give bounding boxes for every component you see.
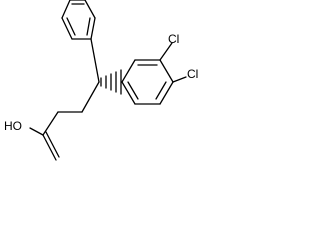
chemical-structure-diagram: Cl Cl HO	[4, 0, 198, 161]
chlorine-label-bottom: Cl	[187, 67, 198, 81]
hydroxyl-label: HO	[4, 119, 22, 133]
phenyl-ring	[61, 0, 96, 40]
aliphatic-chain	[29, 38, 100, 161]
stereo-hash-bond	[100, 69, 122, 95]
chlorine-label-top: Cl	[168, 32, 179, 46]
dichlorophenyl-ring	[121, 42, 187, 105]
